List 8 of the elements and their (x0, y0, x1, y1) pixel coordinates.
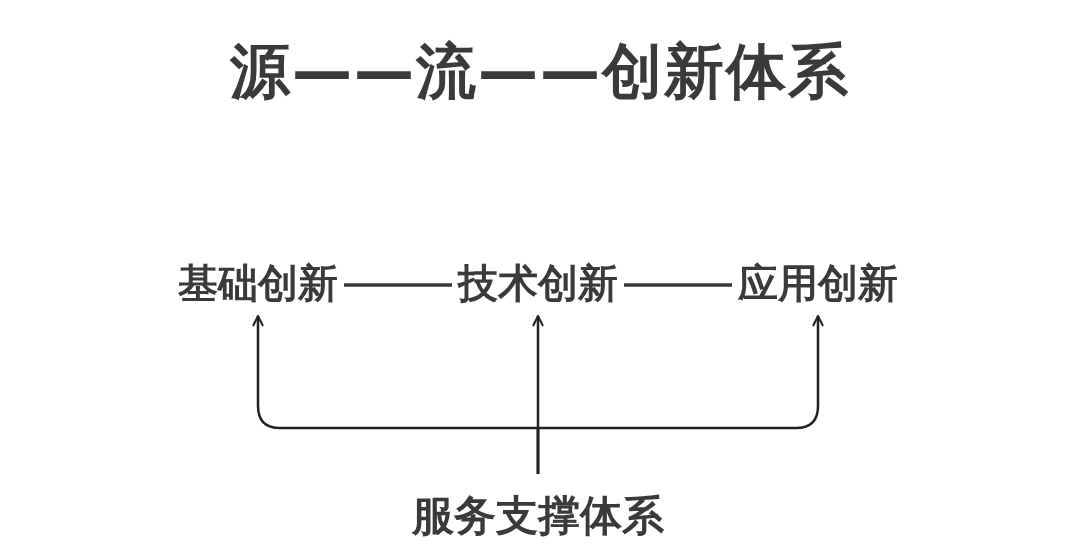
node-label: 技术创新 (454, 258, 622, 308)
node-label: 应用创新 (734, 258, 902, 308)
title: 源——流——创新体系 (229, 38, 851, 104)
arrow (536, 315, 824, 474)
node-label: 服务支撑体系 (408, 490, 668, 543)
dash-line (344, 283, 452, 287)
node-label: 基础创新 (174, 258, 342, 308)
dash-line (624, 283, 732, 287)
